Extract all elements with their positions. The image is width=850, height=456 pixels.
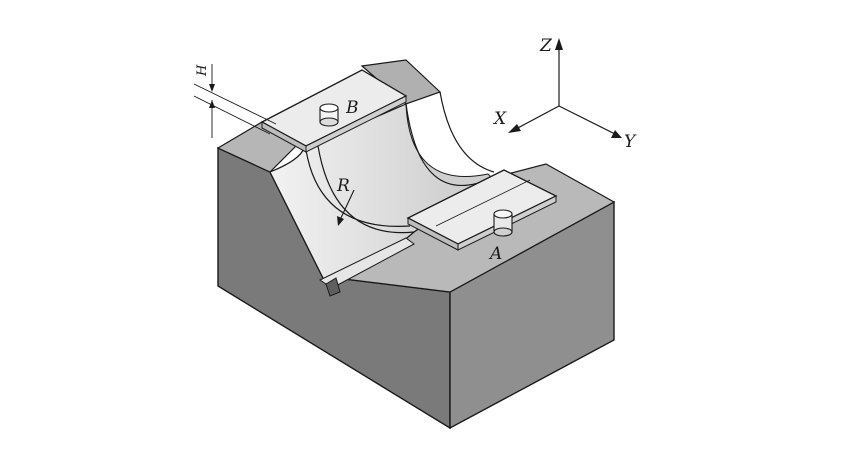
- y-axis-line: [558, 105, 616, 135]
- height-dimension: [193, 64, 277, 138]
- plate-a-groove: [435, 179, 531, 227]
- y-axis-arrow: [611, 130, 622, 138]
- coordinate-axes: [508, 38, 622, 138]
- radius-label: R: [336, 176, 350, 196]
- y-axis-label: Y: [624, 132, 637, 152]
- x-axis-arrow: [508, 124, 521, 133]
- workpiece-edge-lower: [317, 145, 415, 234]
- height-label: H: [195, 64, 210, 77]
- pin-a-label: A: [488, 244, 502, 264]
- workpiece-edge-upper: [305, 149, 411, 228]
- radius-leader: [337, 189, 355, 226]
- pin-a: [493, 209, 513, 237]
- slot-back-wall: [405, 103, 493, 186]
- x-axis-label: X: [492, 109, 507, 129]
- pin-b: [319, 103, 339, 127]
- z-axis-label: Z: [539, 36, 553, 56]
- slot-back-curve: [439, 91, 495, 173]
- z-axis-arrow: [555, 38, 563, 50]
- slot-lip: [325, 277, 341, 297]
- pin-b-label: B: [345, 98, 359, 118]
- plate-b-side: [305, 95, 407, 153]
- x-axis-line: [513, 105, 560, 131]
